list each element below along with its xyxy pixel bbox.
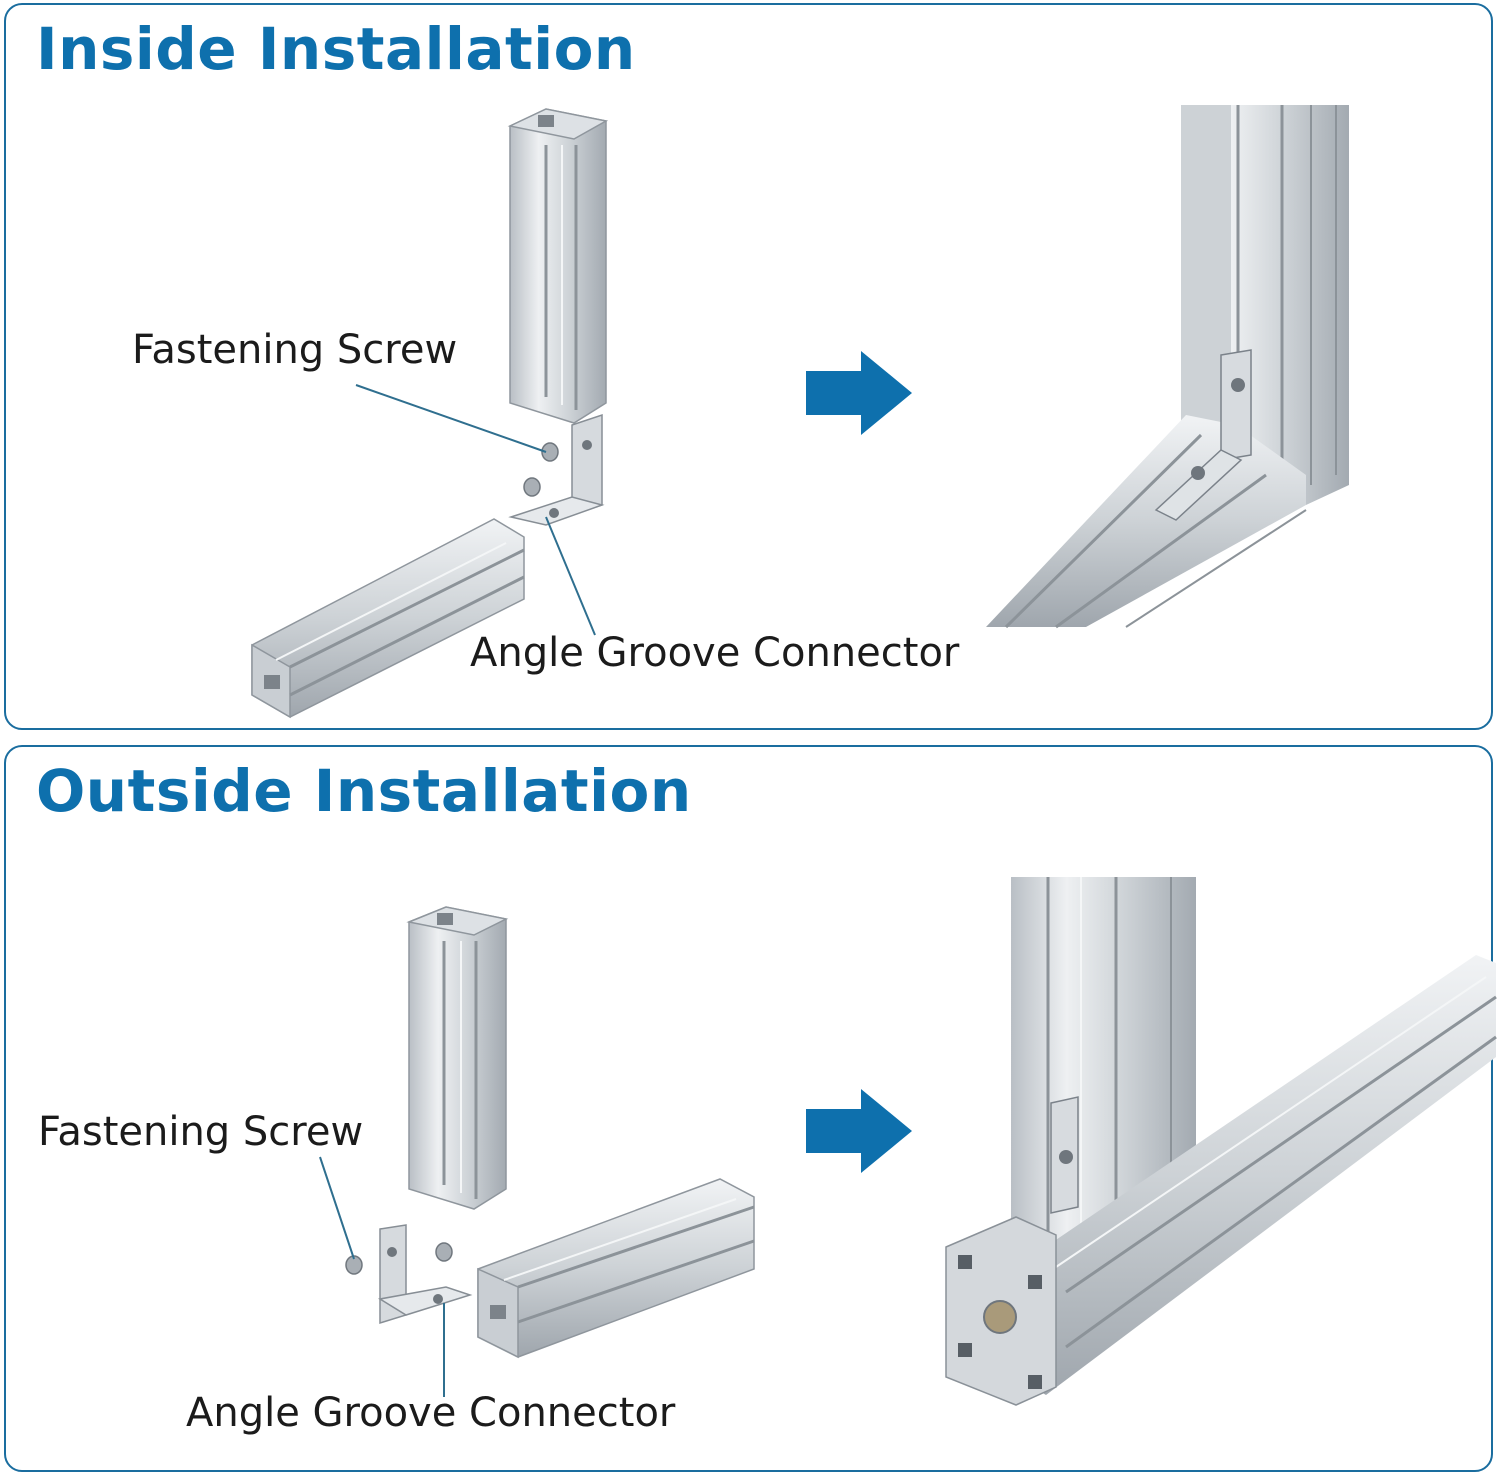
inside-installation-panel: Inside Installation	[4, 3, 1493, 730]
right-arrow-icon	[806, 1089, 912, 1173]
inside-installation-title: Inside Installation	[36, 15, 636, 83]
fastening-screw-leader-line	[319, 1156, 355, 1260]
angle-groove-connector	[508, 413, 605, 526]
fastening-screw-icon	[523, 442, 559, 497]
inside-angle-groove-connector-label: Angle Groove Connector	[470, 630, 960, 676]
assembled-outside-corner	[945, 877, 1497, 1406]
fastening-screw-icon	[345, 1242, 453, 1275]
inside-illustration	[251, 105, 1349, 719]
vertical-extrusion-profile	[406, 906, 509, 1210]
outside-illustration	[319, 877, 1497, 1406]
right-arrow-icon	[806, 351, 912, 435]
horizontal-extrusion-profile	[251, 518, 525, 719]
inside-fastening-screw-label: Fastening Screw	[132, 327, 458, 373]
outside-fastening-screw-label: Fastening Screw	[38, 1109, 364, 1155]
vertical-extrusion-profile	[507, 108, 609, 424]
fastening-screw-leader-line	[355, 384, 547, 453]
outside-angle-groove-connector-label: Angle Groove Connector	[186, 1390, 676, 1436]
outside-installation-title: Outside Installation	[36, 757, 692, 825]
assembled-inside-corner	[986, 105, 1349, 629]
outside-installation-panel: Outside Installation	[4, 745, 1497, 1472]
connector-leader-line	[545, 516, 596, 636]
horizontal-extrusion-profile	[477, 1178, 755, 1359]
angle-groove-connector	[377, 1224, 473, 1325]
